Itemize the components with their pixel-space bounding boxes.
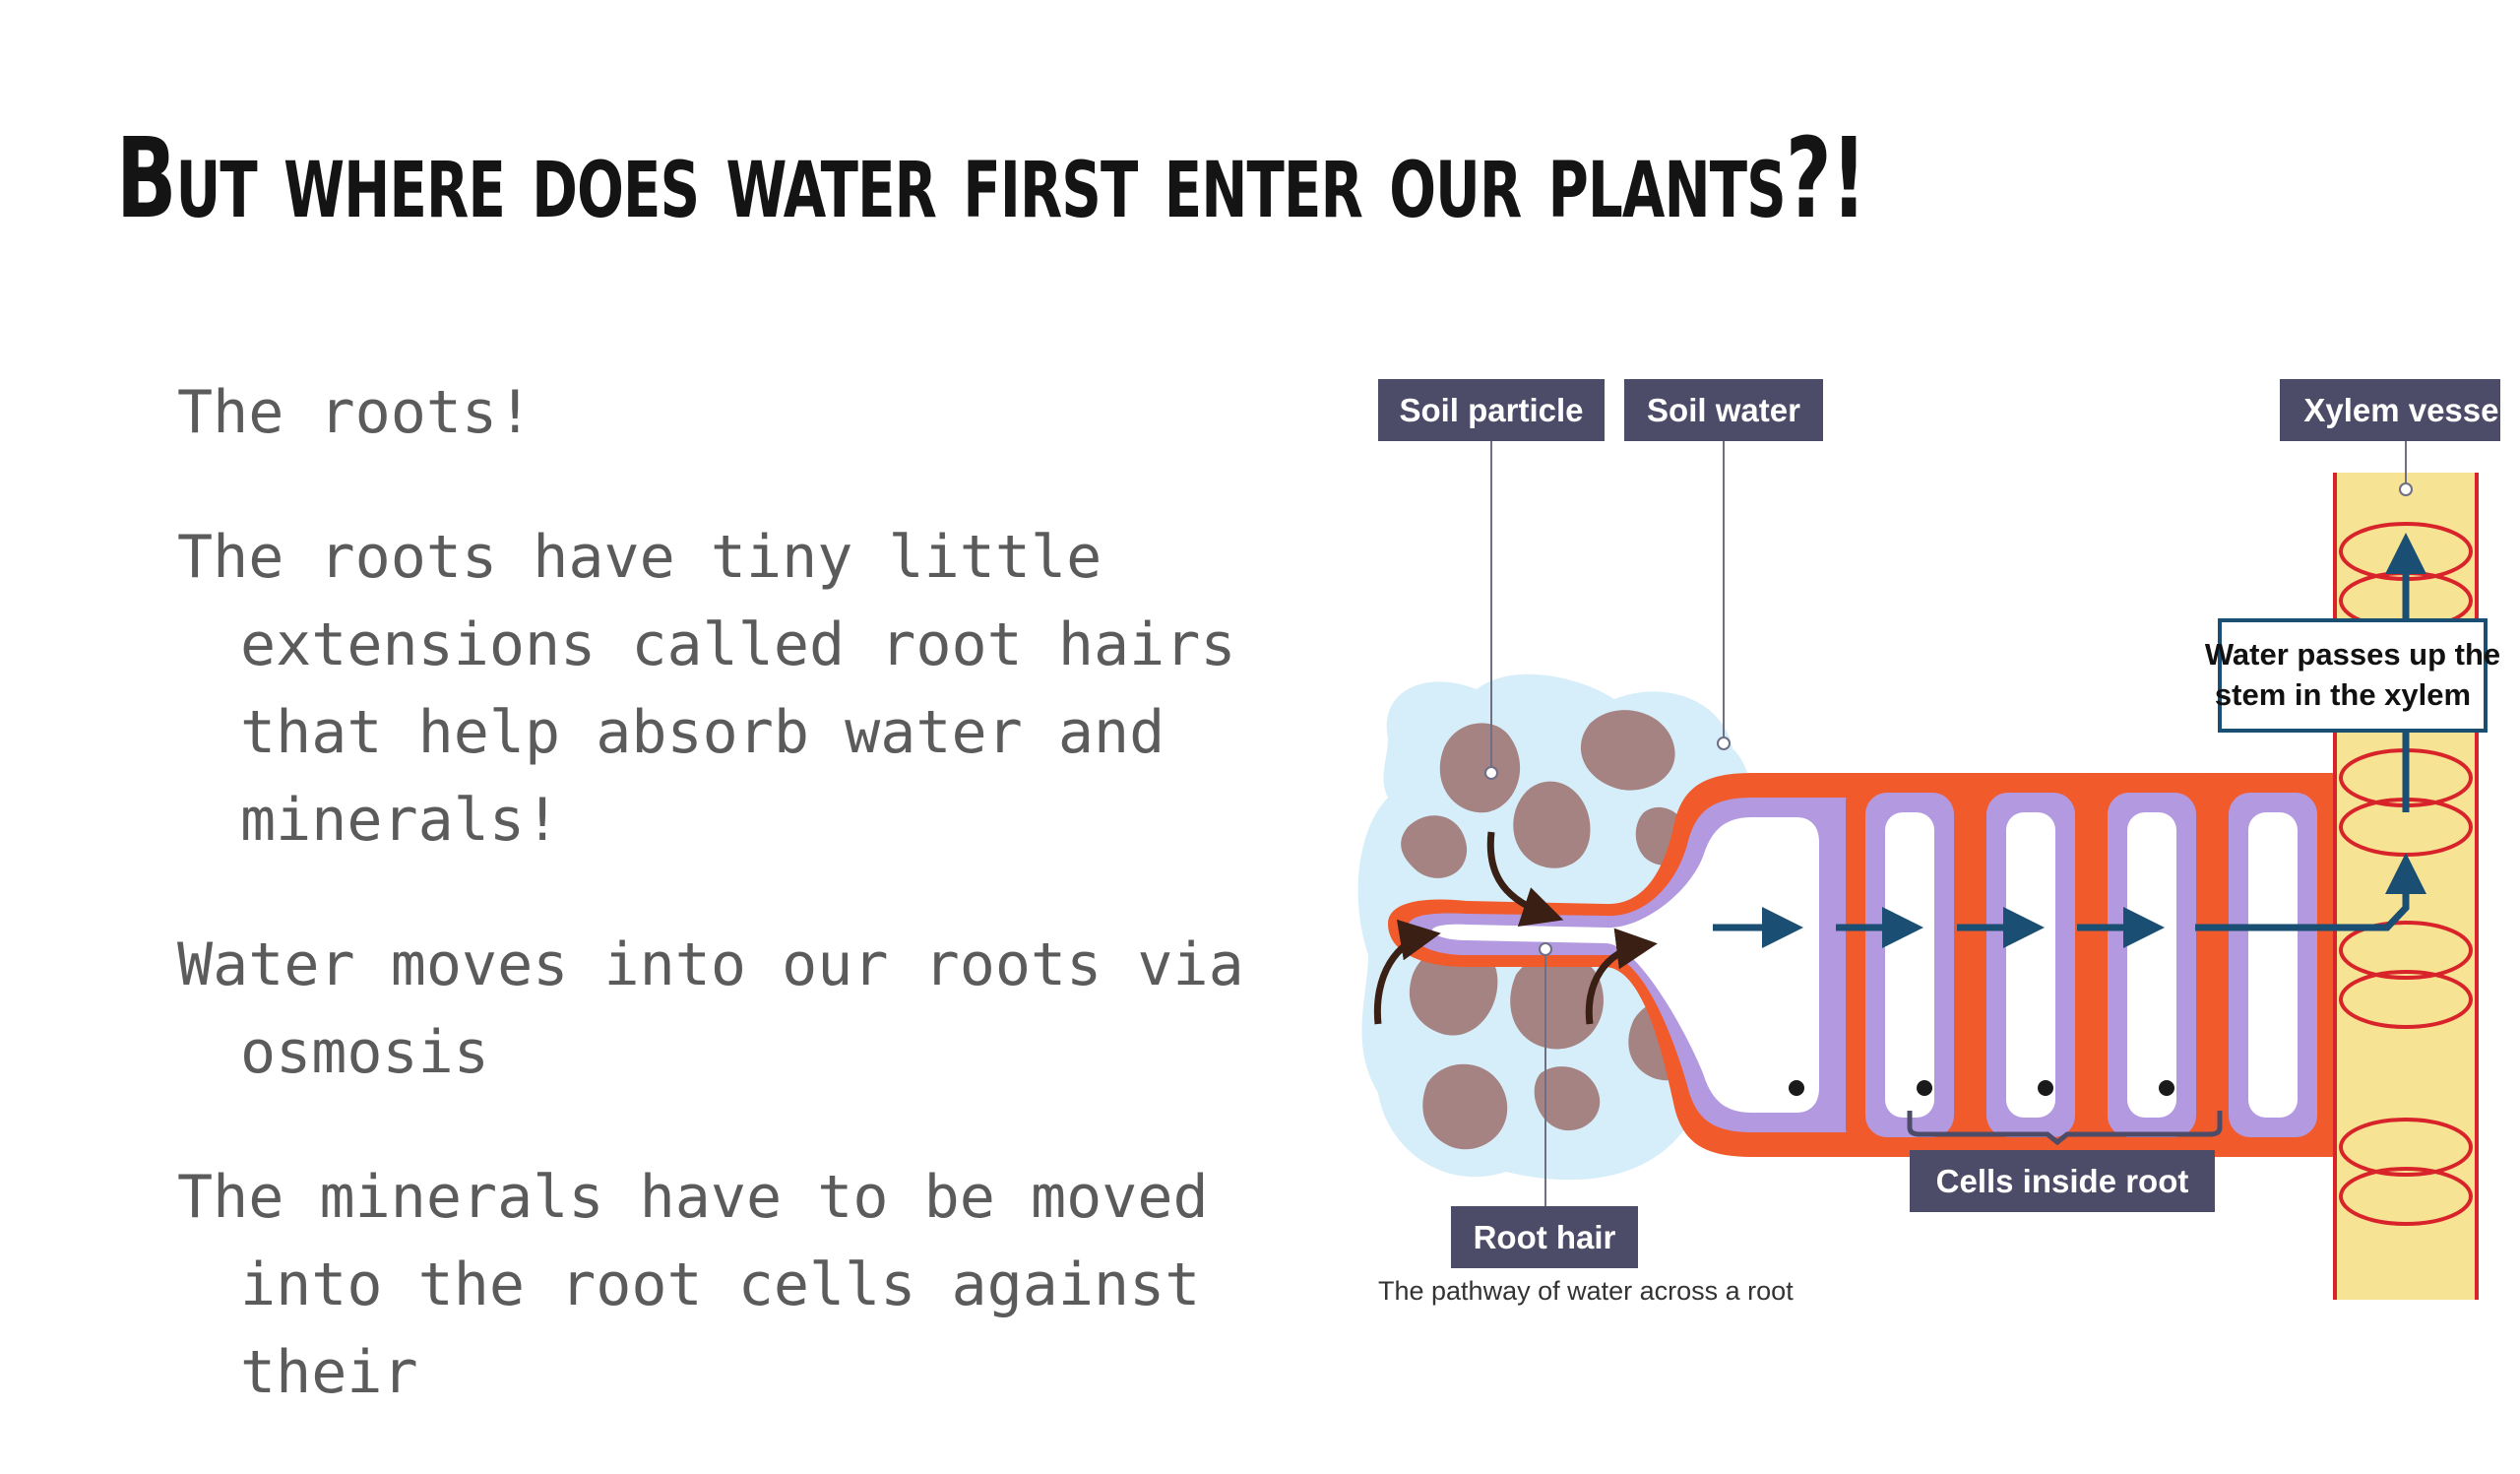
xylem-note-box — [2218, 618, 2488, 733]
soil-particle-pointer — [1484, 766, 1498, 780]
cells-inside-root-label: Cells inside root — [1936, 1163, 2189, 1199]
soil-particle — [1422, 1063, 1508, 1150]
slide-title: But where does water first enter our pla… — [116, 115, 1867, 243]
soil-particle — [1513, 781, 1591, 868]
soil-water-label: Soil water — [1647, 392, 1800, 428]
soil-water-pointer — [1717, 737, 1731, 750]
paragraph-roots: The roots! — [177, 378, 534, 447]
xylem-vessel-label-box — [2280, 379, 2500, 441]
root-water-pathway-diagram: Soil particle Soil water Xylem vessel Wa… — [1357, 379, 2500, 1306]
soil-particle — [1409, 944, 1498, 1036]
root-cell-interior — [2006, 812, 2055, 1118]
osmosis-arrow — [1373, 919, 1441, 1025]
soil-particle-label-box — [1378, 379, 1605, 441]
root-cells — [1846, 773, 2337, 1157]
nucleus — [1917, 1080, 1932, 1096]
cell-nuclei — [1789, 1080, 2174, 1096]
root-cell-interior — [2248, 812, 2298, 1118]
root-hair-label: Root hair — [1474, 1219, 1616, 1255]
paragraph-minerals: The minerals have to be moved into the r… — [177, 1163, 1209, 1407]
soil-particle — [1534, 1066, 1601, 1131]
soil-particle — [1401, 815, 1468, 878]
soil-particle-label: Soil particle — [1399, 392, 1583, 428]
osmosis-arrow — [1486, 831, 1564, 928]
root-hair-interior — [1432, 817, 1819, 1113]
xylem-ring — [2339, 921, 2473, 980]
soil-particle — [1439, 723, 1521, 813]
nucleus — [2038, 1080, 2053, 1096]
xylem-note-line2: stem in the xylem — [2215, 677, 2471, 712]
xylem-ring — [2339, 970, 2473, 1029]
root-cell-interior — [1885, 812, 1934, 1118]
xylem-ring — [2339, 1167, 2473, 1226]
nucleus — [2159, 1080, 2174, 1096]
root-hair-pointer — [1539, 942, 1552, 956]
osmosis-arrow — [1585, 928, 1658, 1025]
water-arrows — [1713, 533, 2426, 948]
paragraph-root-hairs: The roots have tiny little extensions ca… — [177, 523, 1236, 855]
water-arrow-into-xylem — [2195, 853, 2426, 931]
body-text: The roots! The roots have tiny little ex… — [177, 369, 1280, 1474]
xylem-note-line1: Water passes up the — [2205, 637, 2500, 672]
root-hair-label-box — [1451, 1206, 1638, 1268]
soil-particle — [1580, 710, 1675, 791]
soil-water-label-box — [1624, 379, 1823, 441]
root-cell-interior — [2127, 812, 2176, 1118]
osmosis-arrows — [1373, 831, 1658, 1025]
cells-inside-root-label-box — [1910, 1150, 2215, 1212]
nucleus — [1789, 1080, 1804, 1096]
cells-bracket — [1907, 1111, 2223, 1146]
diagram-caption: The pathway of water across a root — [1378, 1276, 1794, 1306]
soil-particle — [1510, 953, 1604, 1050]
paragraph-osmosis: Water moves into our roots via osmosis — [177, 930, 1244, 1087]
xylem-vessel-label: Xylem vessel — [2303, 392, 2500, 428]
xylem-vessel-pointer — [2399, 482, 2413, 496]
xylem-ring — [2339, 1118, 2473, 1177]
